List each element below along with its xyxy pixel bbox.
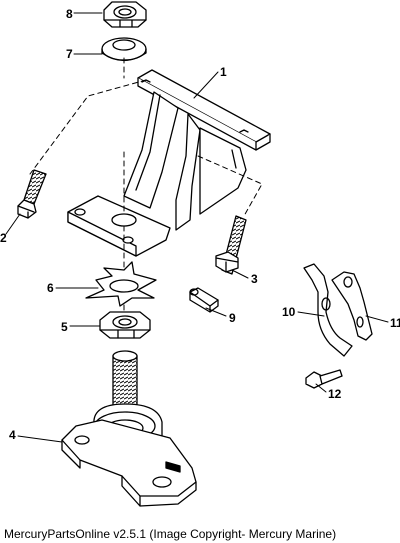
assembly-guide-lines — [29, 57, 263, 317]
image-copyright-caption: MercuryPartsOnline v2.5.1 (Image Copyrig… — [4, 527, 337, 541]
hex-nut-top[interactable] — [103, 1, 147, 28]
callout-1: 1 — [220, 65, 227, 79]
lock-washer[interactable] — [101, 37, 147, 62]
threaded-stud[interactable] — [215, 215, 247, 275]
callout-8: 8 — [66, 7, 73, 21]
engine-mount-bracket[interactable] — [67, 69, 271, 257]
callout-6: 6 — [47, 281, 54, 295]
rubber-engine-mount[interactable] — [61, 350, 197, 507]
clamp-left[interactable] — [303, 263, 353, 357]
callout-10: 10 — [282, 305, 296, 319]
callout-3: 3 — [251, 272, 258, 286]
callout-2: 2 — [0, 231, 7, 245]
small-bolt[interactable] — [305, 369, 343, 389]
callout-12: 12 — [328, 387, 342, 401]
callout-11: 11 — [390, 316, 400, 330]
callout-9: 9 — [229, 311, 236, 325]
callout-5: 5 — [61, 320, 68, 334]
hex-nut-middle[interactable] — [99, 311, 151, 339]
clamp-right[interactable] — [331, 271, 373, 341]
spacer[interactable] — [189, 287, 219, 313]
bolt-left[interactable] — [17, 169, 47, 219]
callout-7: 7 — [66, 47, 73, 61]
callout-4: 4 — [9, 428, 16, 442]
star-washer[interactable] — [85, 261, 157, 307]
callout-leader-lines — [5, 12, 389, 443]
